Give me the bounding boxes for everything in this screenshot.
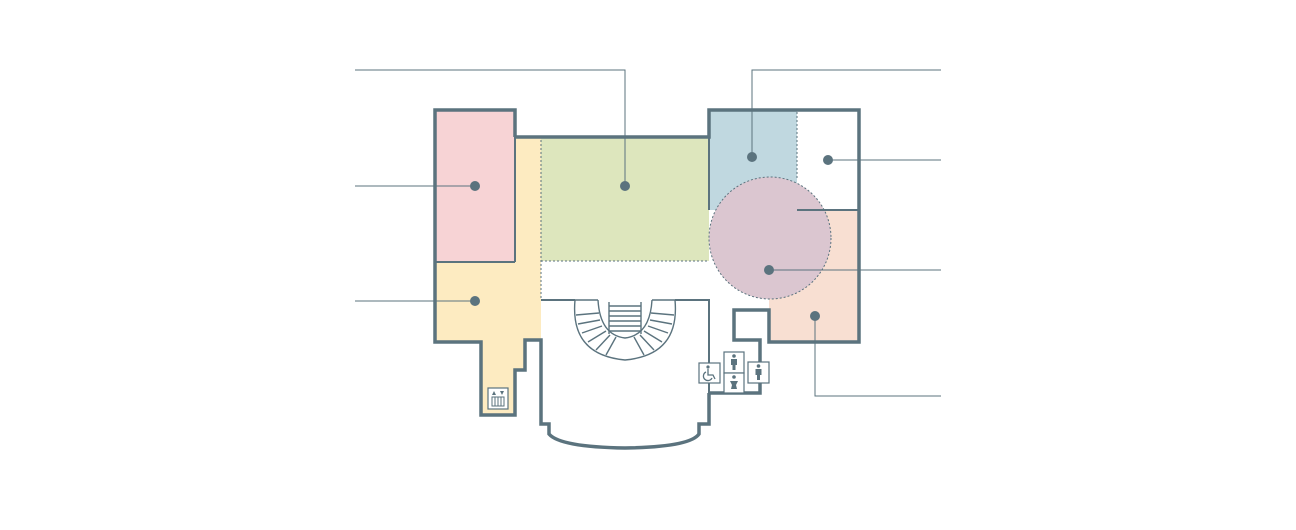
marker-east-corner[interactable] (823, 155, 833, 165)
marker-east-lower[interactable] (810, 311, 820, 321)
room-east-circle-outline (708, 176, 832, 300)
baby-changing-icon (723, 372, 745, 394)
room-west-lower[interactable] (435, 137, 541, 415)
exterior-wall-north (515, 108, 861, 395)
exterior-wall-west (433, 108, 711, 450)
marker-central[interactable] (620, 181, 630, 191)
marker-west-upper[interactable] (470, 181, 480, 191)
womens-restroom-icon (747, 361, 770, 384)
room-east-circle[interactable] (709, 177, 831, 299)
staircase (573, 299, 677, 361)
callout-line-east-lower (814, 316, 941, 397)
marker-east-circle[interactable] (764, 265, 774, 275)
callout-line-east-upper (751, 69, 941, 157)
marker-east-upper[interactable] (747, 152, 757, 162)
marker-west-lower[interactable] (470, 296, 480, 306)
wall-lobby-east (675, 299, 710, 393)
callout-line-central (355, 69, 626, 186)
mens-restroom-icon (723, 351, 745, 374)
elevator-icon (487, 387, 509, 410)
wheelchair-accessible-icon (698, 362, 721, 384)
